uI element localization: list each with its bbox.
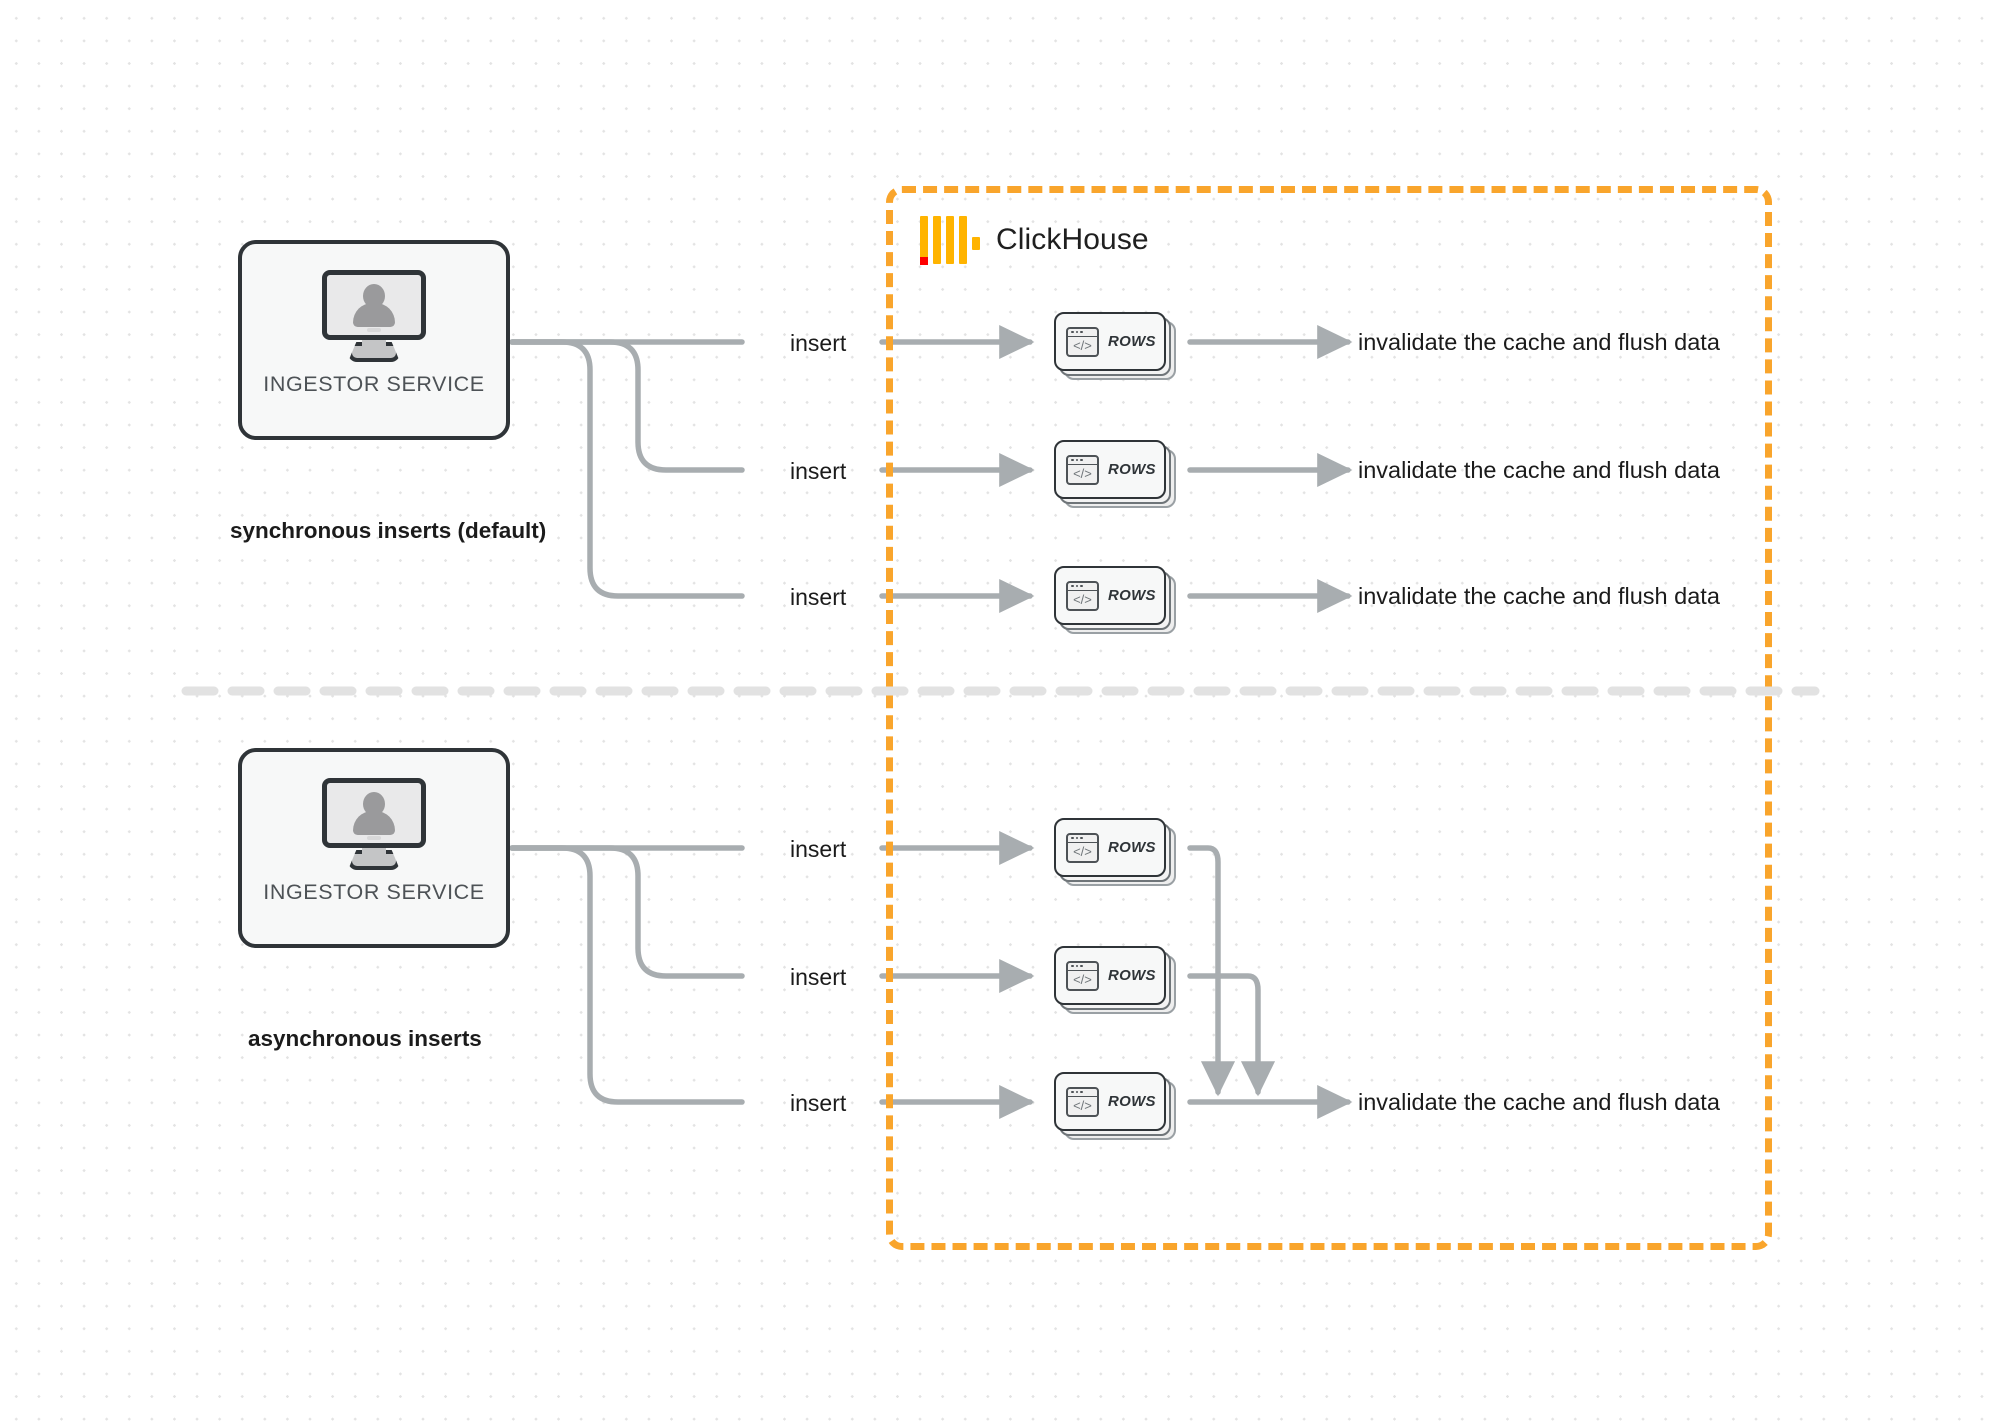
code-window-icon: </> bbox=[1066, 960, 1099, 991]
clickhouse-logo-icon bbox=[920, 216, 980, 265]
edge-label-async-insert-2: insert bbox=[790, 964, 847, 990]
section-caption-sync: synchronous inserts (default) bbox=[230, 518, 547, 543]
ingestor-service-sync-label: INGESTOR SERVICE bbox=[263, 372, 485, 396]
rows-card-label: ROWS bbox=[1108, 967, 1156, 984]
code-window-icon: </> bbox=[1066, 580, 1099, 611]
clickhouse-brand: ClickHouse bbox=[920, 216, 1149, 265]
section-caption-async: asynchronous inserts bbox=[248, 1026, 482, 1051]
rows-card-label: ROWS bbox=[1108, 587, 1156, 604]
rows-card-async-1[interactable]: </> ROWS bbox=[1054, 818, 1176, 886]
rows-card-label: ROWS bbox=[1108, 839, 1156, 856]
rows-card-label: ROWS bbox=[1108, 1093, 1156, 1110]
edge-label-sync-insert-1: insert bbox=[790, 330, 847, 356]
edge-label-sync-insert-2: insert bbox=[790, 458, 847, 484]
rows-card-sync-2[interactable]: </> ROWS bbox=[1054, 440, 1176, 508]
outcome-label-sync-3: invalidate the cache and flush data bbox=[1358, 583, 1720, 609]
code-window-icon: </> bbox=[1066, 326, 1099, 357]
section-divider bbox=[181, 686, 1820, 696]
outcome-label-async: invalidate the cache and flush data bbox=[1358, 1089, 1720, 1115]
rows-card-sync-3[interactable]: </> ROWS bbox=[1054, 566, 1176, 634]
edge-label-sync-insert-3: insert bbox=[790, 584, 847, 610]
clickhouse-boundary bbox=[886, 186, 1772, 1250]
outcome-label-sync-1: invalidate the cache and flush data bbox=[1358, 329, 1720, 355]
ingestor-service-async[interactable]: INGESTOR SERVICE bbox=[238, 748, 510, 948]
edge-label-async-insert-1: insert bbox=[790, 836, 847, 862]
ingestor-service-async-label: INGESTOR SERVICE bbox=[263, 880, 485, 904]
monitor-user-icon bbox=[322, 270, 426, 362]
rows-card-async-2[interactable]: </> ROWS bbox=[1054, 946, 1176, 1014]
edge-label-async-insert-3: insert bbox=[790, 1090, 847, 1116]
rows-card-sync-1[interactable]: </> ROWS bbox=[1054, 312, 1176, 380]
code-window-icon: </> bbox=[1066, 1086, 1099, 1117]
code-window-icon: </> bbox=[1066, 832, 1099, 863]
rows-card-async-3[interactable]: </> ROWS bbox=[1054, 1072, 1176, 1140]
monitor-user-icon bbox=[322, 778, 426, 870]
clickhouse-brand-label: ClickHouse bbox=[996, 223, 1149, 256]
rows-card-label: ROWS bbox=[1108, 461, 1156, 478]
ingestor-service-sync[interactable]: INGESTOR SERVICE bbox=[238, 240, 510, 440]
rows-card-label: ROWS bbox=[1108, 333, 1156, 350]
outcome-label-sync-2: invalidate the cache and flush data bbox=[1358, 457, 1720, 483]
code-window-icon: </> bbox=[1066, 454, 1099, 485]
